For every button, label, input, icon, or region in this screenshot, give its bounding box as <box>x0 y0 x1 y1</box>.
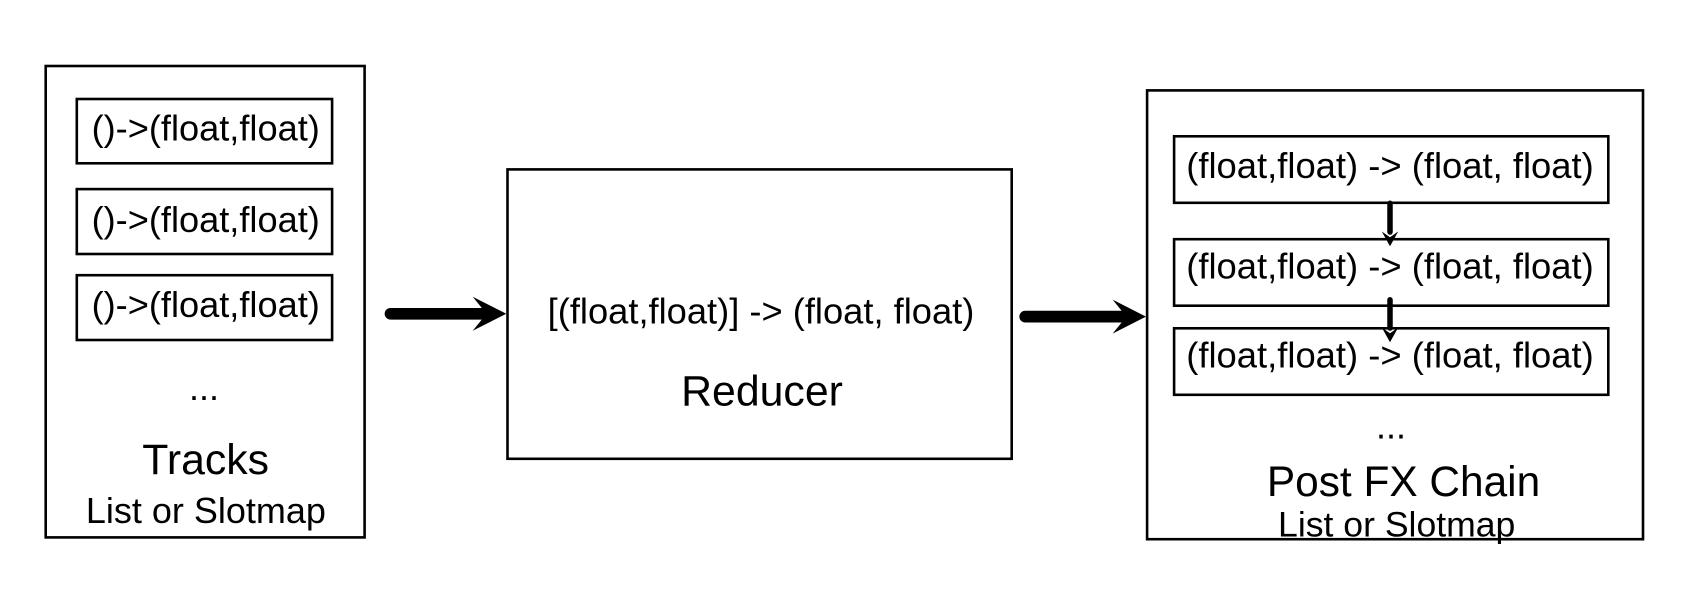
svg-text:Post FX Chain: Post FX Chain <box>1267 458 1540 505</box>
svg-text:[(float,float)] -> (float, flo: [(float,float)] -> (float, float) <box>548 291 975 332</box>
svg-text:Reducer: Reducer <box>681 368 843 416</box>
svg-text:Tracks: Tracks <box>142 436 269 484</box>
svg-text:List or Slotmap: List or Slotmap <box>1278 504 1515 544</box>
svg-text:(float,float) -> (float, float: (float,float) -> (float, float) <box>1186 246 1594 287</box>
svg-text:...: ... <box>1376 405 1406 446</box>
svg-text:()->(float,float): ()->(float,float) <box>92 284 320 325</box>
svg-text:()->(float,float): ()->(float,float) <box>92 199 320 240</box>
svg-text:List or Slotmap: List or Slotmap <box>86 490 326 531</box>
svg-text:()->(float,float): ()->(float,float) <box>92 107 320 148</box>
svg-text:(float,float) -> (float, float: (float,float) -> (float, float) <box>1186 145 1594 186</box>
svg-text:...: ... <box>189 367 219 408</box>
